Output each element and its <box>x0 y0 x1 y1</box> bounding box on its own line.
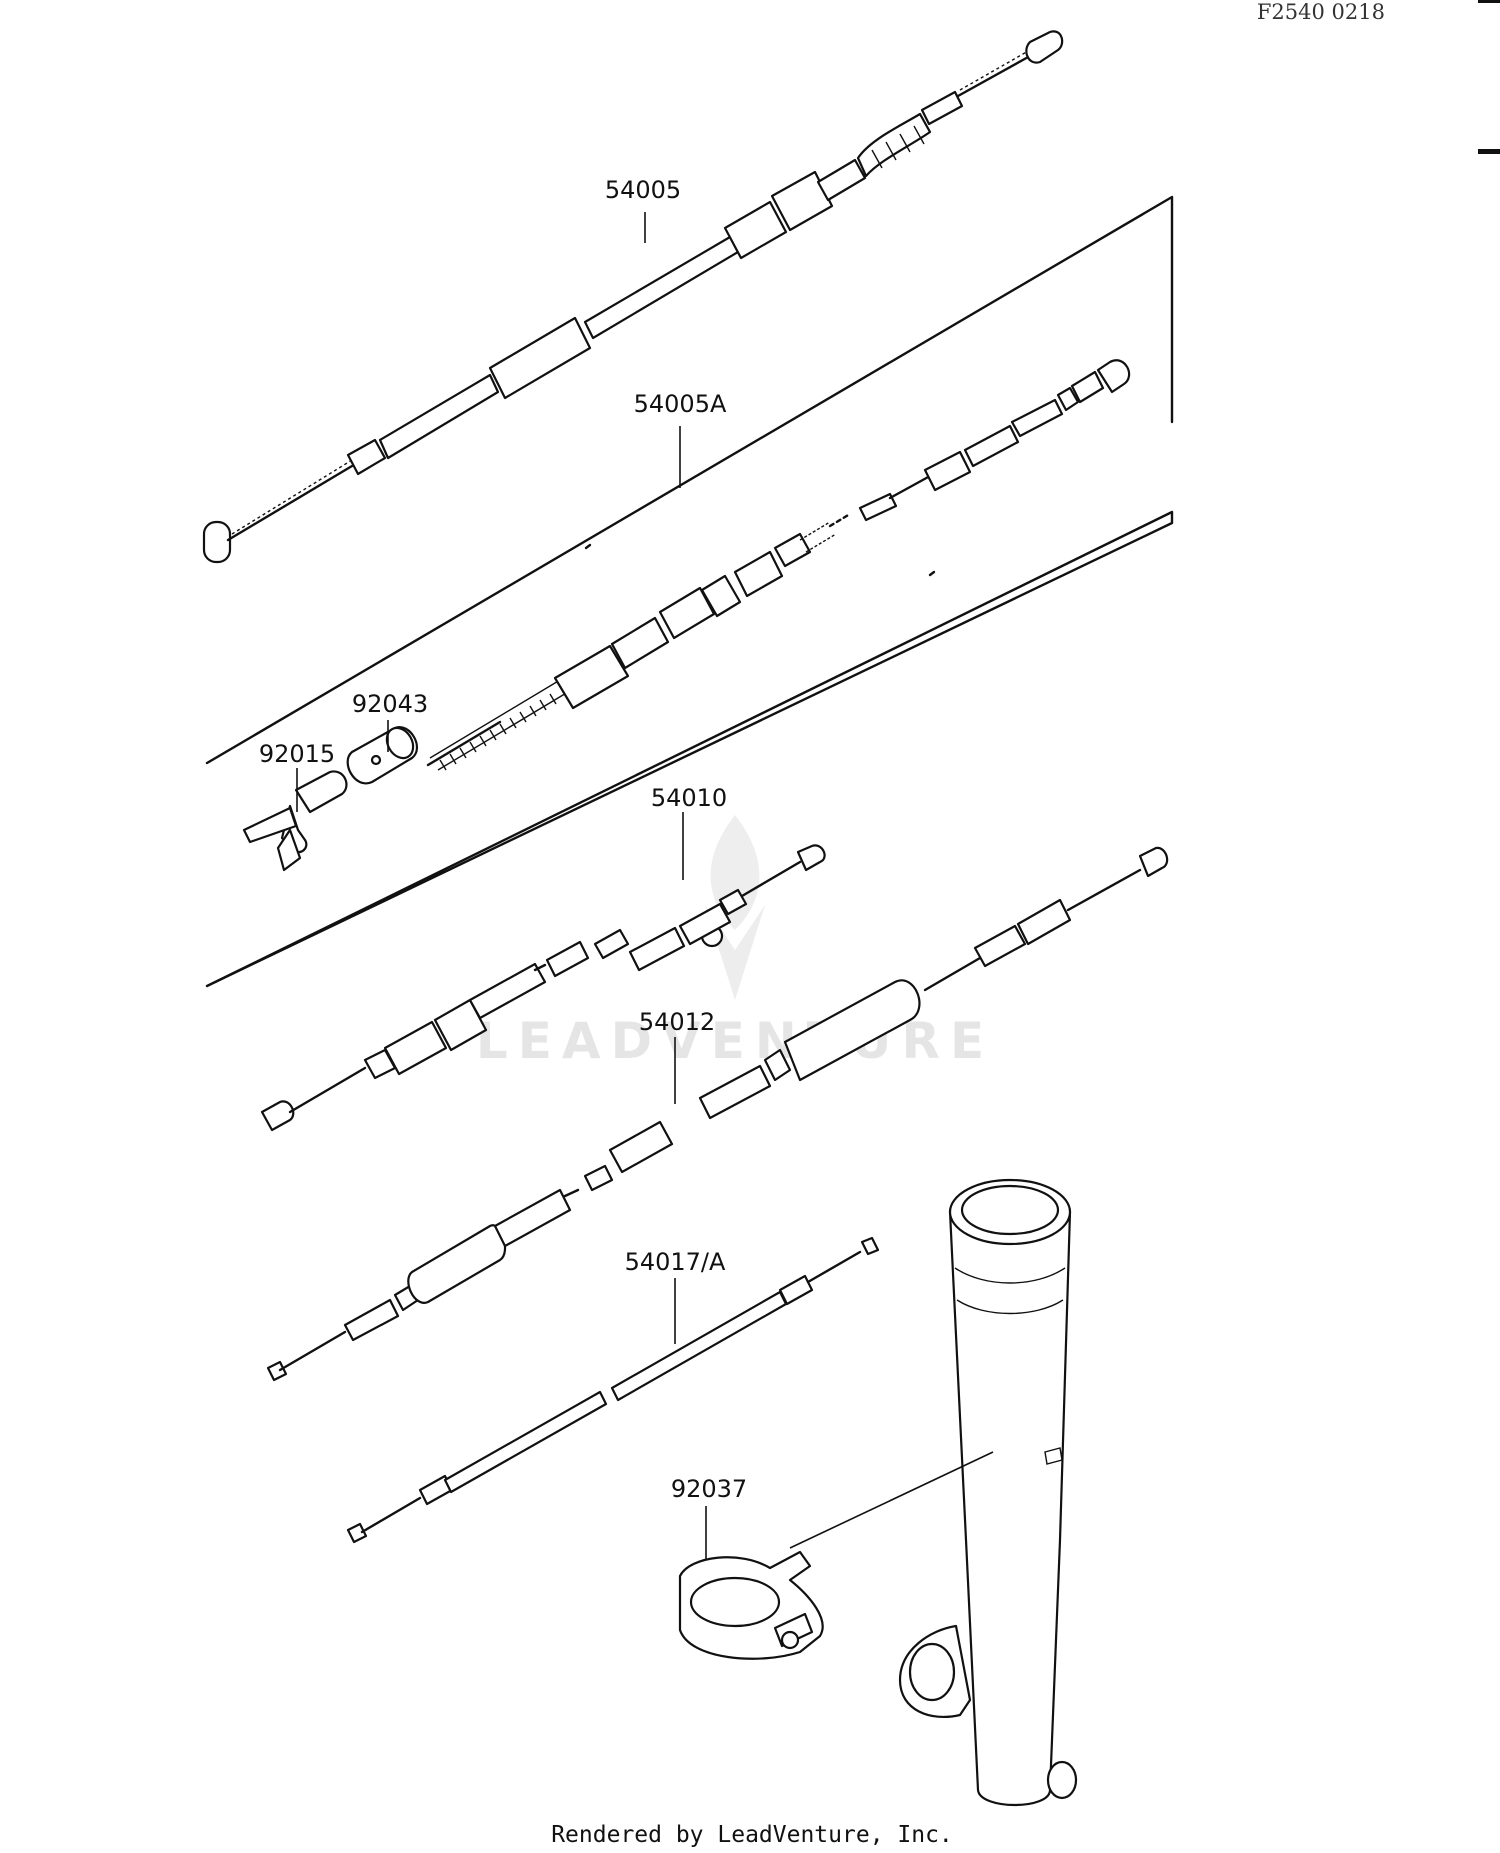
cable-54005a <box>426 359 1131 771</box>
callout-92037: 92037 <box>671 1475 747 1503</box>
cable-end-lower <box>266 1360 288 1382</box>
drawing-code: F2540 0218 <box>1257 0 1385 24</box>
callout-54017a: 54017/A <box>625 1248 726 1276</box>
adjuster-body <box>610 616 670 670</box>
locknut <box>383 1020 448 1076</box>
inner-wire-end <box>858 492 898 522</box>
part-92037 <box>678 1550 824 1660</box>
callout-54012: 54012 <box>639 1008 715 1036</box>
cable-54012 <box>266 846 1169 1382</box>
adjuster <box>343 1298 400 1342</box>
leader-92037 <box>705 1451 994 1560</box>
boot <box>488 316 592 400</box>
cable-54010 <box>260 844 826 1132</box>
footer-credit: Rendered by LeadVenture, Inc. <box>551 1822 953 1848</box>
part-92043 <box>346 726 419 785</box>
cable-end-upper <box>1138 846 1169 878</box>
cable-54017a <box>346 1236 880 1544</box>
callout-92015: 92015 <box>259 740 335 768</box>
spring-coil <box>439 693 557 771</box>
page-margin-tick <box>1478 0 1500 3</box>
watermark-text: LEADVENTURE <box>476 1012 994 1070</box>
locknut <box>770 170 834 232</box>
drain-boss <box>1046 1760 1078 1800</box>
locknut <box>973 924 1027 968</box>
boot <box>407 1224 507 1304</box>
banjo-end <box>1096 359 1131 394</box>
adjuster <box>433 998 488 1052</box>
ferrule <box>346 438 387 476</box>
callout-92043: 92043 <box>352 690 428 718</box>
callout-54010: 54010 <box>651 784 727 812</box>
callout-54005a: 54005A <box>634 390 727 418</box>
cable-end-upper <box>860 1236 880 1256</box>
fitting <box>1070 370 1105 404</box>
group-box <box>205 195 1174 988</box>
page-margin-tick <box>1478 149 1500 154</box>
callout-54005: 54005 <box>605 176 681 204</box>
cable-54005 <box>202 30 1064 564</box>
cable-end-lower <box>260 1100 295 1132</box>
watermark: LEADVENTURE <box>476 815 994 1070</box>
taper-boot <box>783 979 921 1082</box>
adjuster-sleeve <box>723 200 788 260</box>
cable-end-lower <box>202 520 232 564</box>
locknut <box>733 550 784 598</box>
cable-end-upper <box>1025 30 1064 64</box>
dust-boot <box>856 112 932 178</box>
fork-tube <box>898 1178 1078 1806</box>
cable-end-upper <box>796 844 826 872</box>
part-92015 <box>242 770 348 872</box>
cable-end-lower <box>346 1522 368 1544</box>
